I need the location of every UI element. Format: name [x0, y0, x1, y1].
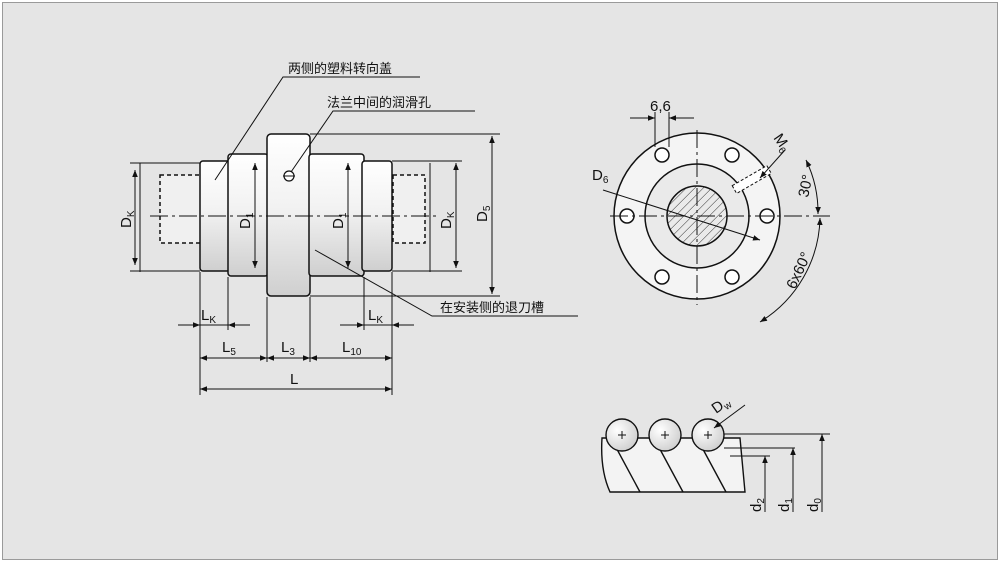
dim-l3: L3 [281, 339, 295, 358]
dim-m6: M6 [768, 131, 794, 157]
nut-side-view [139, 133, 431, 297]
ball-detail-dimensions [713, 404, 830, 512]
dim-d5: D5 [474, 205, 493, 222]
dim-l-total: L [290, 371, 298, 388]
dim-lk-right: LK [368, 307, 383, 326]
dim-d6: D6 [592, 167, 609, 186]
label-relief-groove: 在安装侧的退刀槽 [440, 300, 544, 316]
ball-groove-detail [600, 418, 746, 493]
dim-angle-6x60: 6x60° [783, 250, 815, 292]
dim-d2: d2 [748, 498, 767, 512]
length-dimensions [178, 272, 414, 395]
dim-angle-30: 30° [795, 173, 816, 199]
annotation-leaders [214, 76, 578, 317]
label-plastic-return-caps: 两侧的塑料转向盖 [288, 61, 392, 77]
dim-l5: L5 [222, 339, 236, 358]
dim-d1-right: D1 [330, 212, 349, 229]
dim-hole-spacing: 6,6 [650, 98, 671, 115]
dim-lk-left: LK [201, 307, 216, 326]
dim-dk-right: DK [438, 211, 457, 229]
dim-d1-left: D1 [237, 212, 256, 229]
dim-d1: d1 [776, 498, 795, 512]
label-flange-lube-hole: 法兰中间的润滑孔 [327, 95, 431, 111]
dim-l10: L10 [342, 339, 362, 358]
dim-d0: d0 [805, 498, 824, 512]
dim-dk-left: DK [118, 210, 137, 228]
front-view-dimensions [602, 112, 830, 323]
diameter-dimensions [130, 133, 500, 297]
